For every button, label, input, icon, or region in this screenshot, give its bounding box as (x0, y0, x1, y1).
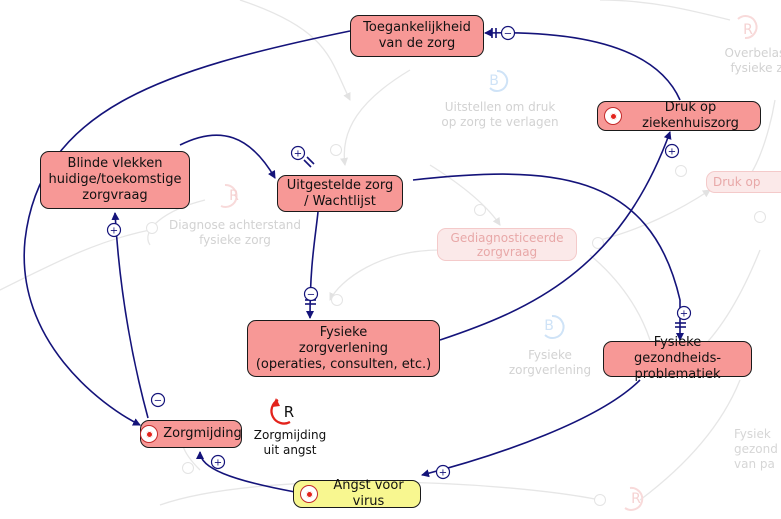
loop-label: Uitstellen om druk op zorg te verlagen (441, 100, 559, 129)
polarity-plus: + (676, 305, 692, 321)
shock-icon (604, 107, 622, 125)
polarity-sign: + (294, 149, 302, 160)
loop-uitstellen: Uitstellen om druk op zorg te verlagen (430, 100, 570, 130)
loop-label: Diagnose achterstand fysieke zorg (168, 218, 302, 247)
link-toegankelijkheid-to-zorgmijding (23, 30, 351, 426)
ghost-label: Fysiek gezond van pa (734, 427, 778, 471)
polarity-sign: − (504, 29, 512, 40)
loop-letter: R (743, 22, 753, 38)
loop-arrow-icon (220, 183, 238, 208)
polarity-minus: − (500, 25, 516, 41)
loop-overbelast: Overbelast fysieke zo (700, 46, 781, 76)
delay-marks (303, 28, 686, 328)
node-blinde-vlekken[interactable]: Blinde vlekken huidige/toekomstige zorgv… (40, 151, 190, 209)
node-fysieke-zorgverlening[interactable]: Fysieke zorgverlening (operaties, consul… (247, 320, 440, 377)
polarity-sign: + (214, 458, 222, 469)
node-label: Druk op (713, 175, 761, 189)
node-label: Fysieke zorgverlening (operaties, consul… (255, 324, 432, 372)
link-zorgmijding-to-blinde (111, 212, 149, 419)
loop-letter: B (489, 73, 499, 89)
node-druk-op-ziekenhuiszorg[interactable]: Druk op ziekenhuiszorg (597, 100, 761, 131)
node-druk-op-faded[interactable]: Druk op (706, 171, 781, 193)
link-angst-to-zorgmijding (196, 451, 296, 493)
faded-polarity (146, 144, 766, 506)
loop-letter: R (631, 491, 641, 507)
polarity-plus: + (106, 222, 122, 238)
polarity-plus: + (664, 143, 680, 159)
node-label: Uitgestelde zorg / Wachtlijst (286, 177, 394, 209)
node-zorgmijding[interactable]: Zorgmijding (140, 420, 242, 448)
node-fysieke-gezondheidsproblematiek[interactable]: Fysieke gezondheids- problematiek (603, 335, 752, 382)
loop-letter: B (544, 318, 554, 334)
polarity-plus: + (435, 464, 451, 480)
node-label: Angst voor virus (333, 478, 404, 509)
link-fysieke-gezondheid-to-angst (421, 379, 641, 478)
loop-label: Fysieke zorgverlening (508, 348, 592, 377)
link-blinde-to-uitgestelde (179, 134, 276, 179)
loop-arrow-icon (489, 69, 509, 92)
loop-label: Overbelast fysieke zo (724, 46, 781, 75)
node-gediagnosticeerde-zorgvraag[interactable]: Gediagnosticeerde zorgvraag (437, 228, 577, 261)
loop-label: Zorgmijding uit angst (253, 428, 327, 457)
polarity-sign: + (668, 147, 676, 158)
loop-zorgmijding-uit-angst: Zorgmijding uit angst (244, 428, 336, 458)
node-label: Fysieke gezondheids- problematiek (633, 335, 722, 382)
polarity-plus: + (210, 454, 226, 470)
loop-arrow-icon (544, 314, 565, 339)
loop-letter: R (229, 188, 239, 204)
polarity-minus: − (303, 286, 319, 302)
loop-arrow-icon (737, 15, 758, 40)
link-uitgestelde-to-fysieke-gezondheid (412, 173, 684, 341)
loop-letter: R (284, 403, 294, 421)
polarity-plus: + (290, 145, 306, 161)
node-label: Blinde vlekken huidige/toekomstige zorgv… (48, 156, 182, 203)
polarity-sign: + (439, 468, 447, 479)
node-label: Toegankelijkheid van de zorg (363, 20, 471, 51)
polarity-sign: − (154, 396, 162, 407)
loop-fysieke-zorgverlening: Fysieke zorgverlening (495, 348, 605, 378)
node-uitgestelde-zorg[interactable]: Uitgestelde zorg / Wachtlijst (277, 175, 403, 212)
node-label: Druk op ziekenhuiszorg (642, 100, 739, 131)
loop-diagnose: Diagnose achterstand fysieke zorg (160, 218, 310, 248)
polarity-markers: − + + − + + − + + (106, 25, 692, 480)
loop-indicators (220, 15, 758, 511)
link-uitgestelde-to-fysieke-zorgverlening (306, 211, 319, 319)
node-angst-voor-virus[interactable]: Angst voor virus (293, 478, 421, 509)
node-label: Zorgmijding (163, 426, 242, 441)
polarity-minus: − (150, 392, 166, 408)
node-toegankelijkheid[interactable]: Toegankelijkheid van de zorg (350, 15, 484, 57)
faded-links (0, 0, 776, 506)
node-label: Gediagnosticeerde zorgvraag (450, 230, 564, 259)
link-druk-to-toegankelijkheid (484, 28, 681, 101)
loop-arrow-icon (624, 486, 644, 511)
causal-links (23, 28, 684, 493)
shock-icon (300, 485, 318, 503)
polarity-sign: + (680, 309, 688, 320)
polarity-sign: − (307, 290, 315, 301)
polarity-sign: + (110, 226, 118, 237)
link-fysieke-zorgverlening-to-druk (439, 131, 672, 341)
shock-icon (140, 425, 159, 443)
